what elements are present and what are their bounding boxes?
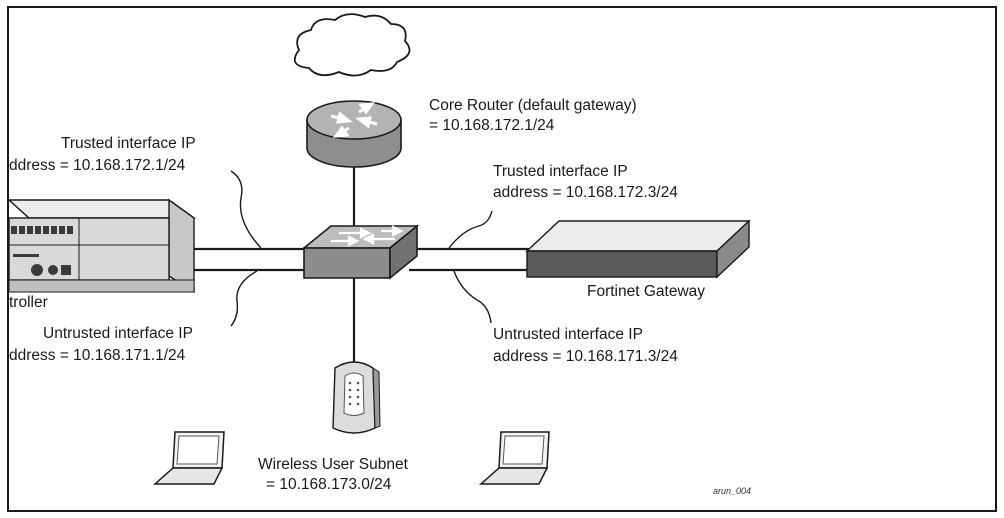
controller-trusted-label-line2: ddress = 10.168.172.1/24: [9, 157, 186, 174]
controller-chassis-icon: [9, 198, 197, 294]
gateway-untrusted-label-line2: address = 10.168.171.3/24: [493, 348, 678, 365]
controller-untrusted-label-line2: ddress = 10.168.171.1/24: [9, 347, 186, 364]
figure-tag: arun_004: [713, 486, 752, 496]
wireless-subnet-label-line2: = 10.168.173.0/24: [266, 476, 392, 493]
router-label-line2: = 10.168.172.1/24: [429, 117, 555, 134]
leader-controller-trusted: [230, 170, 262, 249]
gateway-trusted-label-line1: Trusted interface IP: [493, 163, 628, 180]
leader-gateway-trusted: [448, 210, 493, 249]
fortinet-gateway-icon: [525, 219, 751, 279]
controller-name-label: troller: [9, 294, 48, 311]
controller-untrusted-label-line1: Untrusted interface IP: [43, 325, 193, 342]
network-switch-icon: [301, 224, 420, 280]
diagram-frame: Core Router (default gateway) = 10.168.1…: [7, 6, 997, 512]
leader-controller-untrusted: [230, 270, 258, 327]
controller-trusted-label-line1: Trusted interface IP: [61, 135, 196, 152]
laptop-right-icon: [479, 431, 550, 485]
wireless-subnet-label-line1: Wireless User Subnet: [258, 456, 408, 473]
leader-gateway-untrusted: [453, 270, 492, 324]
core-router-icon: [306, 100, 402, 168]
access-point-icon: [332, 361, 381, 434]
router-label-line1: Core Router (default gateway): [429, 97, 637, 114]
links: [194, 130, 529, 368]
gateway-trusted-label-line2: address = 10.168.172.3/24: [493, 184, 678, 201]
gateway-name-label: Fortinet Gateway: [587, 283, 706, 300]
laptop-left-icon: [153, 431, 225, 485]
internet-cloud-icon: [293, 13, 411, 77]
network-diagram: [9, 13, 751, 485]
gateway-untrusted-label-line1: Untrusted interface IP: [493, 326, 643, 343]
